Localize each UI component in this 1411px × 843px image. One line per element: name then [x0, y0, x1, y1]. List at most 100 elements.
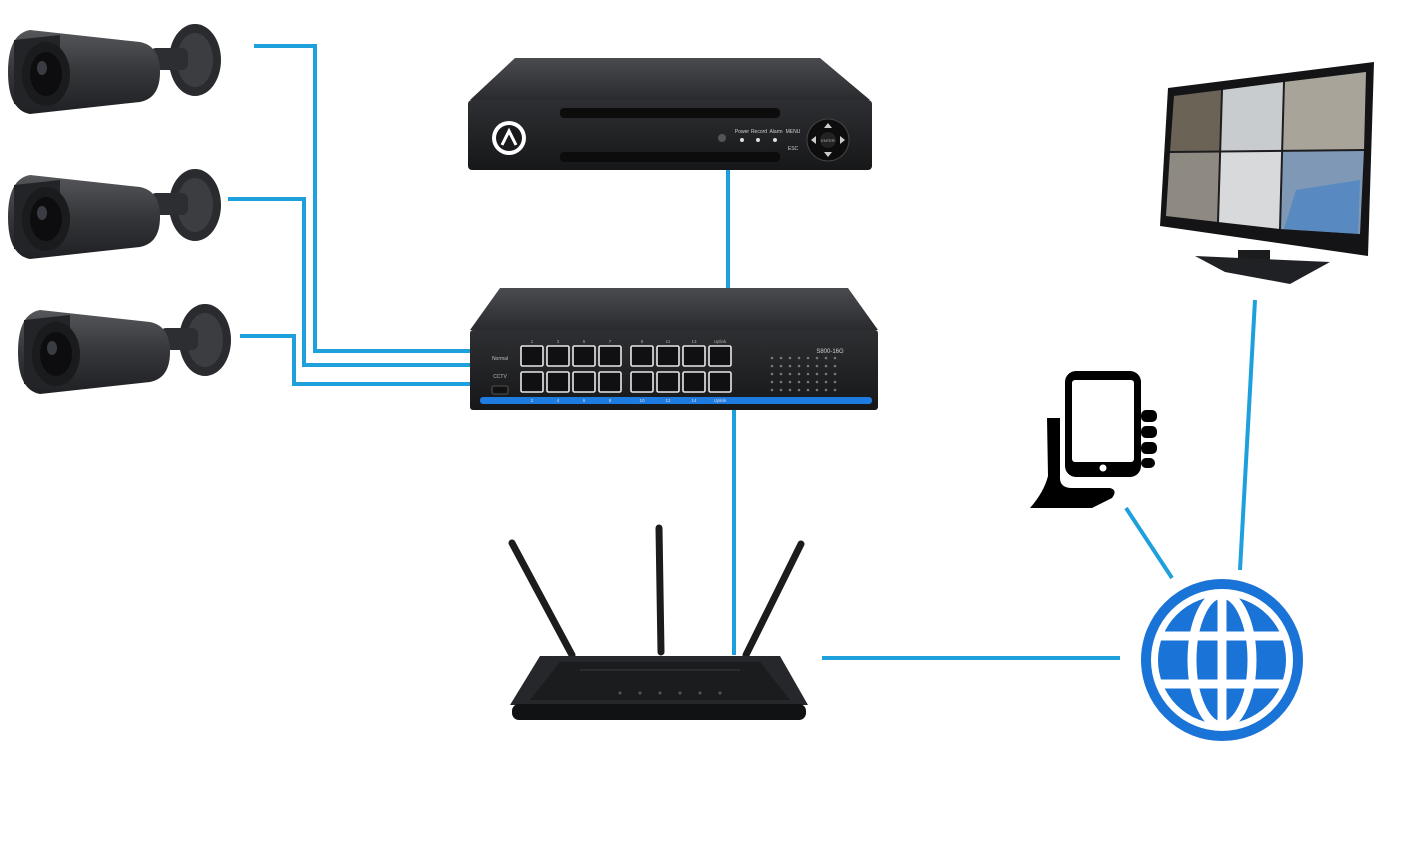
cable-camera-1 — [254, 44, 533, 353]
switch-led — [788, 364, 792, 368]
switch-led — [770, 356, 774, 360]
monitor-feed-5 — [1218, 150, 1282, 229]
cable-phone-globe — [1124, 506, 1174, 580]
switch-port-number-bottom: 2 — [531, 398, 534, 403]
switch-led — [824, 372, 828, 376]
monitor-feed-2 — [1220, 82, 1284, 151]
switch-led — [806, 356, 810, 360]
switch-port-top-4 — [598, 345, 622, 367]
switch-led — [797, 356, 801, 360]
switch-port-bottom-3 — [572, 371, 596, 393]
switch-led — [815, 356, 819, 360]
nvr-label-power: Power — [735, 129, 750, 135]
nvr-label-record: Record — [751, 129, 767, 135]
switch-model-label: S800-16G — [816, 349, 844, 355]
switch-led — [770, 364, 774, 368]
switch-port-number-top: Uplink — [714, 339, 727, 344]
camera-3 — [18, 304, 231, 394]
wifi-router — [508, 524, 808, 720]
nvr-recorder: Power Record Alarm MENU ESC ENTER — [468, 58, 872, 170]
nvr-enter-label: ENTER — [821, 138, 835, 143]
camera-1 — [8, 24, 221, 114]
switch-led — [815, 372, 819, 376]
switch-port-bottom-2 — [546, 371, 570, 393]
switch-port-number-bottom: 12 — [665, 398, 671, 403]
switch-led — [788, 388, 792, 392]
switch-port-number-bottom: 6 — [583, 398, 586, 403]
switch-port-number-top: 11 — [666, 339, 671, 344]
switch-port-top-3 — [572, 345, 596, 367]
switch-led — [824, 380, 828, 384]
switch-led — [806, 388, 810, 392]
switch-port-bottom-6 — [656, 371, 680, 393]
switch-led — [788, 380, 792, 384]
switch-port-bottom-4 — [598, 371, 622, 393]
cable-camera-2 — [228, 197, 533, 367]
switch-port-top-5 — [630, 345, 654, 367]
switch-led — [779, 364, 783, 368]
switch-port-top-7 — [682, 345, 706, 367]
monitor-feed-1 — [1170, 90, 1222, 152]
switch-led — [770, 388, 774, 392]
switch-led — [806, 364, 810, 368]
nvr-label-alarm: Alarm — [769, 129, 782, 135]
switch-port-number-bottom: 14 — [691, 398, 697, 403]
switch-led — [797, 372, 801, 376]
monitor-feed-4 — [1166, 151, 1220, 222]
switch-port-number-top: 9 — [641, 339, 644, 344]
switch-led — [824, 356, 828, 360]
switch-led — [770, 380, 774, 384]
switch-led — [815, 388, 819, 392]
switch-led — [797, 388, 801, 392]
switch-accent-bar — [480, 397, 872, 404]
switch-port-number-bottom: 8 — [609, 398, 612, 403]
switch-port-bottom-1 — [520, 371, 544, 393]
switch-led — [797, 364, 801, 368]
switch-led — [797, 380, 801, 384]
switch-led — [788, 356, 792, 360]
switch-led — [824, 364, 828, 368]
switch-port-number-bottom: 10 — [639, 398, 645, 403]
hand-phone-icon — [1030, 371, 1157, 508]
switch-led — [779, 372, 783, 376]
switch-led — [806, 372, 810, 376]
switch-port-top-2 — [546, 345, 570, 367]
camera-2 — [8, 169, 221, 259]
switch-port-number-bottom: Uplink — [714, 398, 727, 403]
switch-led — [833, 364, 837, 368]
switch-led — [833, 356, 837, 360]
switch-led — [779, 388, 783, 392]
switch-led — [779, 356, 783, 360]
cable-camera-3 — [240, 334, 533, 386]
switch-port-top-6 — [656, 345, 680, 367]
switch-port-number-top: 5 — [583, 339, 586, 344]
globe-icon — [1141, 579, 1303, 741]
switch-port-bottom-7 — [682, 371, 706, 393]
nvr-label-menu: MENU — [786, 129, 801, 135]
switch-port-number-top: 1 — [531, 339, 534, 344]
switch-led — [806, 380, 810, 384]
switch-mode-cctv: CCTV — [493, 374, 507, 380]
switch-led — [815, 380, 819, 384]
switch-port-top-1 — [520, 345, 544, 367]
switch-led — [833, 372, 837, 376]
monitor-feed-3 — [1282, 72, 1366, 150]
switch-led — [824, 388, 828, 392]
monitor-display — [1160, 62, 1374, 284]
switch-port-number-top: 7 — [609, 339, 612, 344]
switch-led — [833, 388, 837, 392]
cable-group — [228, 44, 1257, 660]
switch-port-bottom-5 — [630, 371, 654, 393]
switch-port-top-8 — [708, 345, 732, 367]
switch-mode-normal: Normal — [492, 356, 508, 362]
switch-led — [788, 372, 792, 376]
nvr-label-esc: ESC — [788, 146, 799, 152]
switch-led — [770, 372, 774, 376]
switch-port-bottom-8 — [708, 371, 732, 393]
switch-port-number-top: 3 — [557, 339, 560, 344]
switch-led — [833, 380, 837, 384]
switch-led — [779, 380, 783, 384]
switch-led — [815, 364, 819, 368]
